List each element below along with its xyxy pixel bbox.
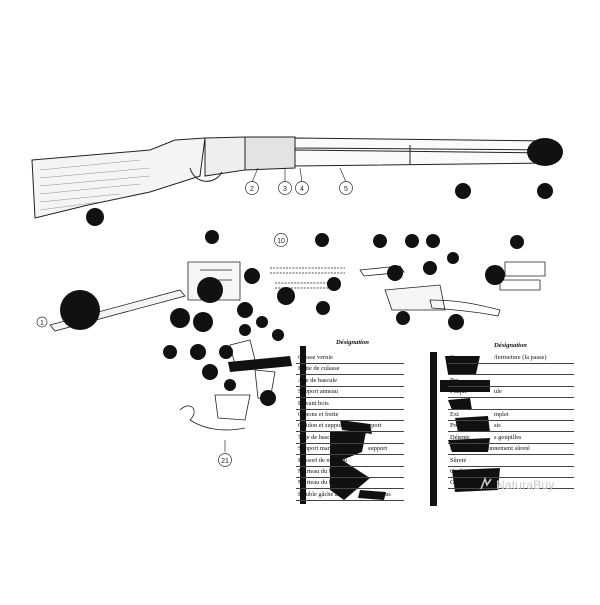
callout-5 <box>339 181 353 195</box>
table-row: Poussoir positionnement sûreté <box>448 443 574 456</box>
table-row-label: Canons et frette <box>298 411 339 418</box>
table-row-suffix: mplet <box>494 411 509 418</box>
table-row-label: Boite de culasse <box>298 365 340 373</box>
table-row: Gachette du <box>448 477 574 490</box>
fore-end <box>244 136 296 171</box>
callout-21 <box>218 453 232 467</box>
table-row-suffix: et écrous <box>368 490 391 498</box>
table-row-label: Marteau du haut <box>298 479 340 487</box>
table-row-label: Plaque <box>450 388 468 396</box>
table-row-label: Marteau du bas <box>298 468 338 475</box>
table-row-label: Double gâche avec <box>298 490 347 498</box>
table-row: Boite de culasse <box>296 363 404 376</box>
callout-4 <box>295 181 309 195</box>
table-row-label: Devant bois <box>298 399 329 407</box>
table-row-suffix: /fermeture (la passe) <box>494 354 547 361</box>
parts-table-left-header: Désignation <box>336 339 369 346</box>
table-row-label: Crosse vernie <box>298 354 333 361</box>
barrel-top <box>294 137 551 151</box>
table-row: Marteau du haut <box>296 477 404 490</box>
table-row-suffix: pport <box>368 422 382 430</box>
table-row: Devant bois <box>296 398 404 410</box>
table-row: Support marteau support <box>296 443 404 456</box>
table-row-label: Pre <box>450 376 459 384</box>
callout-10-label: 10 <box>277 238 285 245</box>
table-row: Poussoir et sis <box>448 420 574 433</box>
table-row-label: Poussoir et <box>450 422 479 430</box>
gun-stock <box>31 137 206 219</box>
table-row: Support anneau <box>296 386 404 399</box>
table-row-suffix: s goupilles <box>494 433 522 441</box>
stock-grain <box>39 159 151 211</box>
table-row: Pre <box>448 375 574 387</box>
callout-1-label: 1 <box>40 320 44 327</box>
callout-10 <box>274 233 288 247</box>
table-row: Détente s goupilles <box>448 432 574 444</box>
table-row-label: Verrou <box>450 354 468 361</box>
table-row-label: Axe de bascule <box>298 376 338 384</box>
trigger-guard <box>189 167 223 182</box>
watermark-text: NaturaBuy <box>496 478 555 492</box>
table-row: Gachette <box>448 466 574 479</box>
callout-3-label: 3 <box>283 186 287 193</box>
table-row-label: Détente <box>450 433 470 441</box>
table-row-label: Tige de bascule <box>298 433 338 441</box>
callout-3 <box>278 181 292 195</box>
table-row-label: Ressort de marteau <box>298 456 347 464</box>
table-row <box>448 398 574 410</box>
barrel-bottom <box>294 149 551 167</box>
table-row: Canons et frette <box>296 409 404 422</box>
table-row-label: Ext <box>450 411 459 418</box>
watermark-logo-icon <box>480 477 492 490</box>
table-row: Crosse vernie <box>296 352 404 365</box>
callout-2 <box>245 181 259 195</box>
table-row: Marteau du bas <box>296 466 404 479</box>
table-row: Tige de bascule <box>296 432 404 444</box>
table-row-label: Sûreté <box>450 456 467 464</box>
table-row: Ressort de marteau <box>296 455 404 467</box>
parts-table-right-header: Désignation <box>494 342 527 349</box>
callout-21-label: 21 <box>221 458 229 465</box>
callout-2-label: 2 <box>250 186 254 193</box>
table-row-label: Support marteau <box>298 445 341 453</box>
table-row-suffix: ule <box>494 388 502 396</box>
table-row-suffix: sis <box>494 422 501 430</box>
table-row-label: Poussoir positionnement sûreté <box>450 445 530 453</box>
table-row: Plaque ule <box>448 386 574 399</box>
table-row <box>448 363 574 376</box>
table-row: Double gâche avec et écrous <box>296 489 404 501</box>
table-row-label: Support anneau <box>298 388 338 396</box>
table-row: Axe de bascule <box>296 375 404 387</box>
table-row: Guidon et support pport <box>296 420 404 433</box>
callout-4-label: 4 <box>300 186 304 193</box>
table-row: Sûreté <box>448 455 574 467</box>
table-row-label: Gachette <box>450 468 473 475</box>
receiver <box>204 136 246 177</box>
callout-1 <box>36 316 48 328</box>
table-row: Verrou/fermeture (la passe) <box>448 352 574 365</box>
table-row-suffix: support <box>368 445 388 453</box>
table-row-label: Guidon et support <box>298 422 345 430</box>
table-row-label: Gachette du <box>450 479 481 487</box>
table-row: Ext mplet <box>448 409 574 422</box>
callout-5-label: 5 <box>344 186 348 193</box>
parts-table-right: Désignation Verrou/fermeture (la passe) P… <box>448 342 574 505</box>
